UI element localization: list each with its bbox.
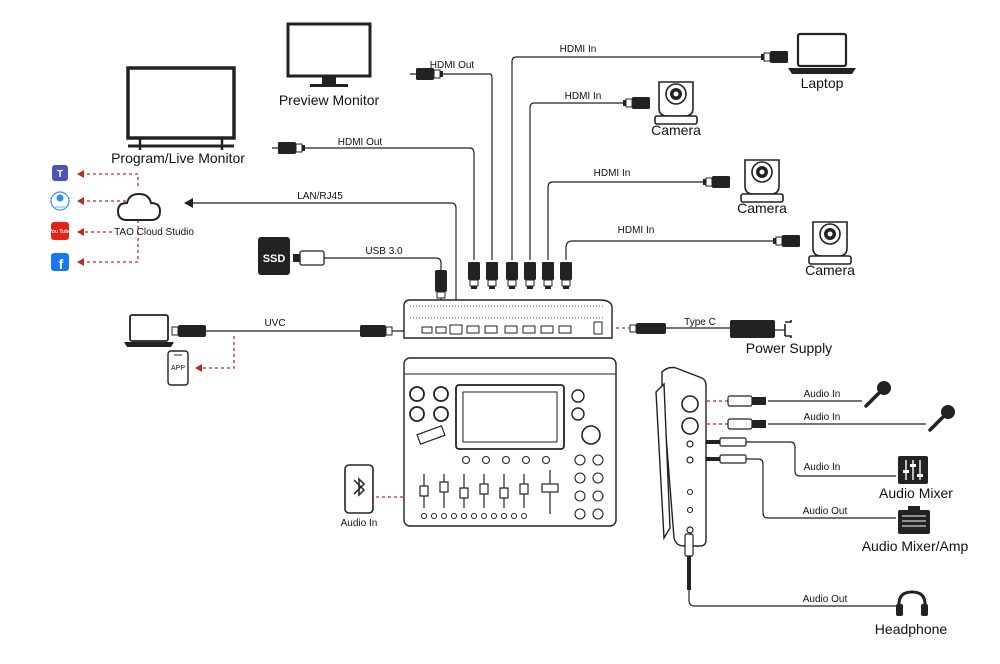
switcher-side-panel [655, 366, 707, 547]
laptop-label: Laptop [801, 75, 844, 91]
usb-connectors [171, 250, 666, 337]
audio-out-amp-label: Audio Out [803, 506, 848, 517]
switcher-front-panel [403, 357, 617, 527]
zoom-glyph: zoom [55, 204, 65, 209]
power-supply-icon [730, 320, 792, 338]
switcher-rear-panel [403, 299, 613, 339]
hdmi-out-program-label: HDMI Out [338, 137, 383, 148]
uvc-label: UVC [264, 318, 285, 329]
preview-monitor-label: Preview Monitor [279, 92, 380, 108]
camera-icon [740, 159, 784, 203]
zoom-icon: zoom [50, 191, 70, 211]
teams-glyph: T [57, 169, 63, 180]
microphone-icon [928, 405, 955, 432]
camera-icon [654, 81, 698, 125]
youtube-icon: You Tube [49, 222, 71, 240]
audio-out-headphone-label: Audio Out [803, 594, 848, 605]
audio-mixer-amp-label: Audio Mixer/Amp [862, 538, 969, 554]
audio-in-mic-2-label: Audio In [804, 412, 841, 423]
headphone-icon [896, 590, 928, 616]
hdmi-connectors [277, 50, 801, 290]
camera-2-label: Camera [737, 200, 787, 216]
hdmi-out-preview-label: HDMI Out [430, 60, 475, 71]
hdmi-in-camera-3-label: HDMI In [618, 225, 655, 236]
cloud-icon [116, 192, 162, 221]
teams-icon: T [52, 165, 68, 181]
facebook-glyph: f [59, 256, 64, 272]
microphone-icon [864, 381, 891, 408]
uvc-laptop-icon [124, 314, 174, 347]
cable-lines [184, 56, 926, 607]
power-supply-label: Power Supply [746, 340, 832, 356]
program-monitor-icon [126, 66, 236, 150]
preview-monitor-icon [286, 22, 372, 87]
laptop-icon [788, 32, 856, 74]
bluetooth-audio-in-label: Audio In [341, 518, 378, 529]
audio-mixer-label: Audio Mixer [879, 485, 953, 501]
cloud-label: TAO Cloud Studio [114, 227, 194, 238]
phone-app-icon: APP [167, 350, 189, 386]
bluetooth-phone-icon [344, 464, 374, 514]
hdmi-in-camera-1-label: HDMI In [565, 91, 602, 102]
ssd-label: SSD [263, 253, 286, 265]
type-c-label: Type C [684, 317, 716, 328]
camera-3-label: Camera [805, 262, 855, 278]
app-label: APP [171, 365, 185, 372]
youtube-glyph: You Tube [49, 229, 71, 235]
hdmi-in-camera-2-label: HDMI In [594, 168, 631, 179]
audio-mixer-icon [898, 456, 928, 484]
audio-connectors [684, 395, 767, 590]
headphone-label: Headphone [875, 621, 948, 637]
audio-in-mic-1-label: Audio In [804, 389, 841, 400]
program-monitor-label: Program/Live Monitor [111, 150, 245, 166]
camera-1-label: Camera [651, 122, 701, 138]
lan-label: LAN/RJ45 [297, 191, 343, 202]
audio-in-mixer-label: Audio In [804, 462, 841, 473]
ssd-icon: SSD [258, 237, 290, 275]
camera-icon [808, 221, 852, 265]
usb-label: USB 3.0 [365, 246, 403, 257]
audio-amp-icon [898, 506, 930, 534]
hdmi-in-laptop-label: HDMI In [560, 44, 597, 55]
facebook-icon: f [51, 253, 69, 272]
